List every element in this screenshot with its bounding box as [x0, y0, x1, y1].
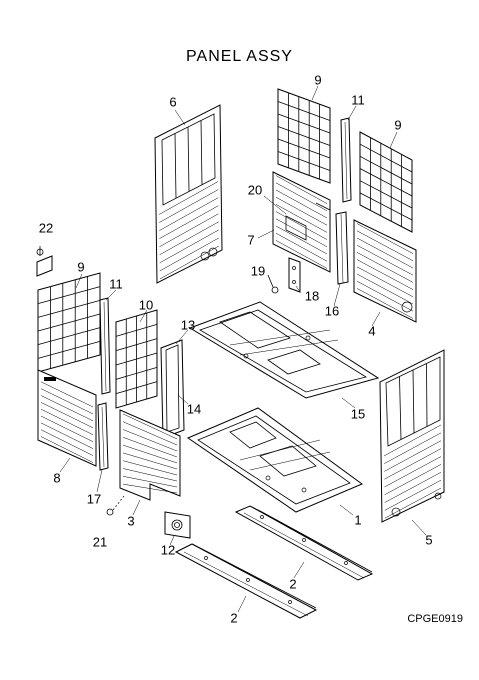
part-21-screw[interactable] — [106, 495, 125, 516]
part-7-side-panel[interactable] — [272, 171, 331, 273]
part-15-upper-tray[interactable] — [188, 301, 380, 399]
part-17-strip[interactable] — [97, 402, 109, 471]
part-14-frame[interactable] — [160, 339, 185, 439]
part-6-rear-panel[interactable] — [154, 104, 223, 284]
callout-18: 18 — [304, 288, 320, 304]
callout-3: 3 — [127, 513, 135, 529]
callout-2-lower: 2 — [230, 610, 238, 626]
callout-21: 21 — [92, 534, 108, 550]
part-19-screw[interactable] — [267, 274, 279, 294]
diagram-title: PANEL ASSY — [186, 48, 293, 65]
part-4-side-panel[interactable] — [353, 219, 417, 323]
callout-10: 10 — [138, 297, 154, 313]
callout-13: 13 — [180, 317, 196, 333]
callout-19: 19 — [250, 263, 266, 279]
callout-12: 12 — [160, 542, 176, 558]
callout-4: 4 — [368, 323, 376, 339]
drawing-code: CPGE0919 — [407, 613, 463, 625]
part-18-bracket[interactable] — [288, 257, 301, 293]
leader-lines — [59, 85, 427, 613]
callout-9-top: 9 — [314, 72, 322, 88]
part-8-side-panel[interactable] — [37, 369, 97, 467]
part-2-rail-upper[interactable] — [234, 505, 374, 581]
part-12-plate[interactable] — [164, 511, 191, 539]
callout-9-right: 9 — [394, 117, 402, 133]
callout-8: 8 — [53, 470, 61, 486]
part-22-clip[interactable] — [36, 246, 53, 277]
part-16-post[interactable] — [335, 211, 349, 285]
part-2-rail-lower[interactable] — [174, 543, 318, 619]
part-9-mesh-right[interactable] — [359, 131, 413, 233]
callout-2-upper: 2 — [289, 576, 297, 592]
part-1-base-tray[interactable] — [186, 407, 364, 513]
callout-14: 14 — [186, 401, 202, 417]
callout-5: 5 — [425, 532, 433, 548]
part-11-strip-top[interactable] — [340, 117, 352, 203]
part-5-front-panel[interactable] — [379, 349, 445, 523]
callout-17: 17 — [86, 491, 102, 507]
part-10-mesh[interactable] — [115, 309, 158, 409]
callout-7: 7 — [247, 232, 255, 248]
part-3-side-panel[interactable] — [119, 409, 181, 501]
callout-11-top: 11 — [351, 92, 365, 108]
callout-15: 15 — [350, 406, 366, 422]
callout-22: 22 — [38, 220, 54, 236]
callout-11-left: 11 — [109, 276, 123, 292]
part-11-strip-left[interactable] — [99, 297, 111, 395]
callout-16: 16 — [324, 303, 340, 319]
callout-9-left: 9 — [77, 259, 85, 275]
callout-1: 1 — [354, 512, 362, 528]
part-9-mesh-left[interactable] — [37, 272, 101, 373]
callout-6: 6 — [169, 94, 177, 110]
part-9-mesh-top[interactable] — [277, 88, 331, 184]
callout-20: 20 — [247, 182, 263, 198]
